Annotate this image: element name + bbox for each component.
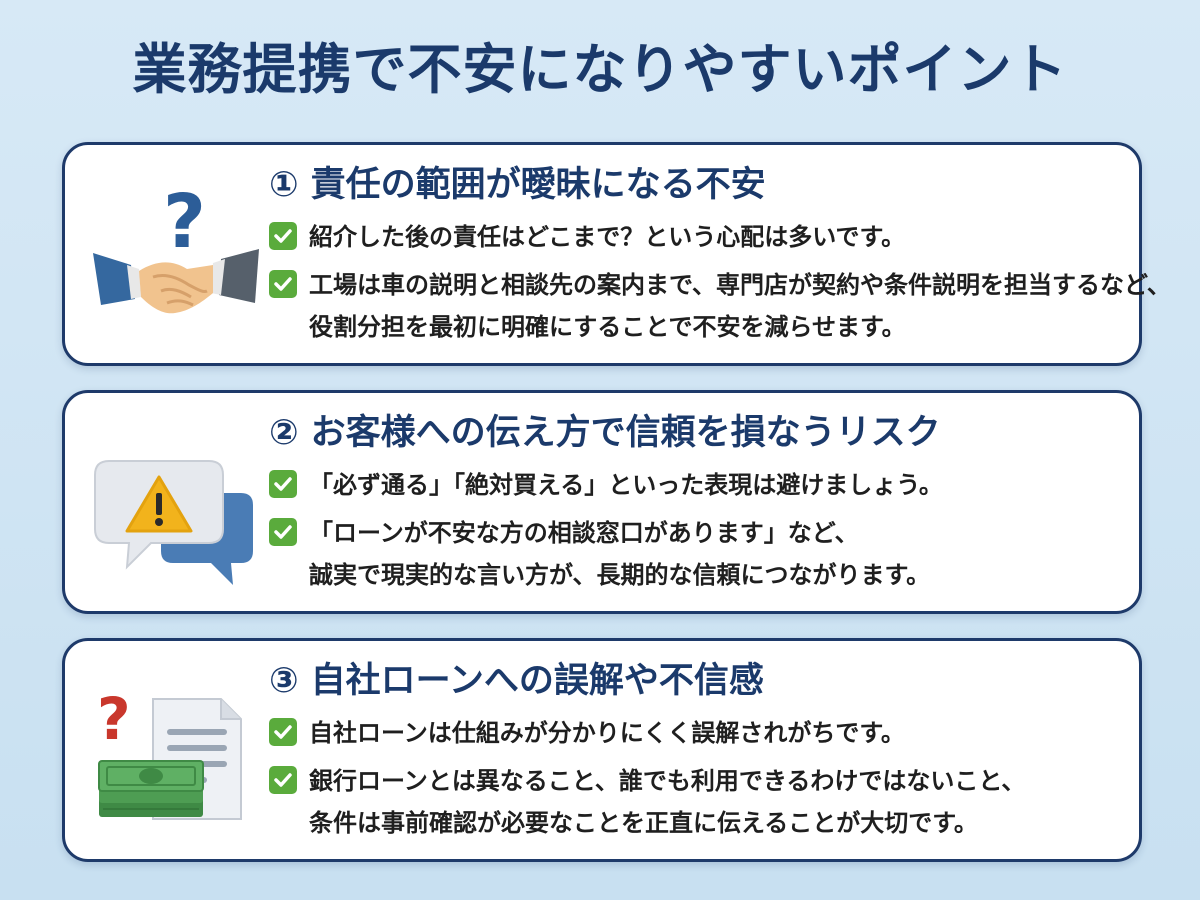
bullet-text-continuation: 役割分担を最初に明確にすることで不安を減らせます。 [309,313,906,341]
bullet-text: 紹介した後の責任はどこまで？という心配は多いです。 [309,223,906,251]
bullet-text: 「ローンが不安な方の相談窓口があります」など、 [309,519,859,547]
page-title: 業務提携で不安になりやすいポイント [132,38,1068,101]
bullet-item: 銀行ローンとは異なること、誰でも利用できるわけではないこと、 [269,759,1025,803]
bullet-text: 銀行ローンとは異なること、誰でも利用できるわけではないこと、 [309,767,1026,795]
bullet-item: 紹介した後の責任はどこまで？という心配は多いです。 [269,215,905,259]
bullet-item: 自社ローンは仕組みが分かりにくく誤解されがちです。 [269,711,905,755]
point-card-misunderstanding: ? ③ 自社ローンへの誤解や不信感 自社ローンは仕組みが分かりにくく誤解されがちで… [62,638,1142,862]
point-card-communication: ② お客様への伝え方で信頼を損なうリスク 「必ず通る」「絶対買える」といった表現は… [62,390,1142,614]
bullet-text: 工場は車の説明と相談先の案内まで、専門店が契約や条件説明を担当するなど、 [309,271,1171,299]
money-document-question-icon: ? [91,669,261,839]
checkmark-icon [269,518,297,546]
bullet-text: 自社ローンは仕組みが分かりにくく誤解されがちです。 [309,719,905,747]
handshake-question-icon: ? [91,173,261,343]
bullet-text-continuation: 条件は事前確認が必要なことを正直に伝えることが大切です。 [309,809,978,837]
card-title: ① 責任の範囲が曖昧になる不安 [269,157,766,213]
warning-speech-bubble-icon [91,421,261,591]
bullet-item: 「ローンが不安な方の相談窓口があります」など、 [269,511,859,555]
checkmark-icon [269,470,297,498]
card-title: ③ 自社ローンへの誤解や不信感 [269,653,764,709]
card-title: ② お客様への伝え方で信頼を損なうリスク [269,405,941,461]
card-title-text: お客様への伝え方で信頼を損なうリスク [310,413,941,453]
checkmark-icon [269,766,297,794]
bullet-item: 「必ず通る」「絶対買える」といった表現は避けましょう。 [269,463,943,507]
svg-text:?: ? [97,685,131,753]
checkmark-icon [269,222,297,250]
svg-text:?: ? [163,179,206,265]
card-number: ③ [269,661,299,701]
card-title-text: 責任の範囲が曖昧になる不安 [310,165,766,205]
checkmark-icon [269,718,297,746]
card-title-text: 自社ローンへの誤解や不信感 [310,661,764,701]
checkmark-icon [269,270,297,298]
card-number: ① [269,165,299,205]
point-card-responsibility: ? ① 責任の範囲が曖昧になる不安 紹介した後の責任はどこまで？という心配は多いで… [62,142,1171,366]
bullet-text: 「必ず通る」「絶対買える」といった表現は避けましょう。 [309,471,943,499]
bullet-item: 工場は車の説明と相談先の案内まで、専門店が契約や条件説明を担当するなど、 [269,263,1171,307]
card-number: ② [269,413,299,453]
bullet-text-continuation: 誠実で現実的な言い方が、長期的な信頼につながります。 [309,561,931,589]
